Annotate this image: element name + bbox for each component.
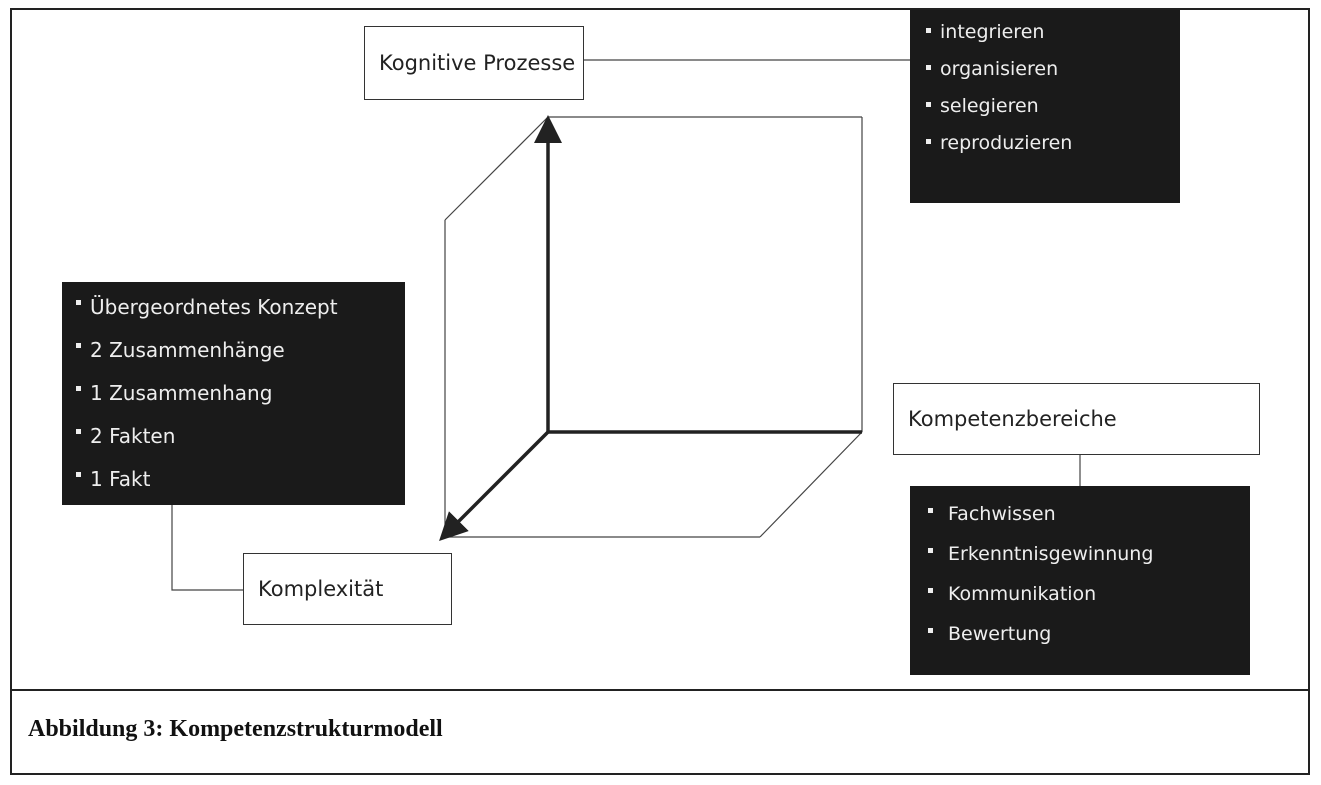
figure-caption: Abbildung 3: Kompetenzstrukturmodell	[28, 716, 443, 742]
list-item: Übergeordnetes Konzept	[74, 286, 405, 329]
list-item: Erkenntnisgewinnung	[926, 534, 1250, 574]
caption-divider	[10, 689, 1310, 691]
connectors	[171, 59, 1081, 591]
competence-label: Kompetenzbereiche	[908, 407, 1117, 431]
list-item: Fachwissen	[926, 494, 1250, 534]
list-item: reproduzieren	[924, 125, 1180, 162]
cognitive-items-box: integrieren organisieren selegieren repr…	[910, 10, 1180, 203]
competence-items-box: Fachwissen Erkenntnisgewinnung Kommunika…	[910, 486, 1250, 675]
list-item: organisieren	[924, 51, 1180, 88]
cognitive-label-box: Kognitive Prozesse	[364, 26, 584, 100]
cube-edges	[444, 116, 863, 538]
complexity-axis	[439, 430, 550, 541]
complexity-label-box: Komplexität	[243, 553, 452, 625]
figure-frame	[10, 8, 1310, 775]
cube-axes	[439, 115, 862, 541]
list-item: Kommunikation	[926, 574, 1250, 614]
complexity-label: Komplexität	[258, 577, 384, 601]
list-item: integrieren	[924, 14, 1180, 51]
cognitive-label: Kognitive Prozesse	[379, 51, 576, 75]
list-item: Bewertung	[926, 614, 1250, 654]
competence-label-box: Kompetenzbereiche	[893, 383, 1260, 455]
complexity-items-box: Übergeordnetes Konzept 2 Zusammenhänge 1…	[62, 282, 405, 505]
list-item: 1 Fakt	[74, 458, 405, 501]
list-item: selegieren	[924, 88, 1180, 125]
list-item: 1 Zusammenhang	[74, 372, 405, 415]
list-item: 2 Zusammenhänge	[74, 329, 405, 372]
list-item: 2 Fakten	[74, 415, 405, 458]
